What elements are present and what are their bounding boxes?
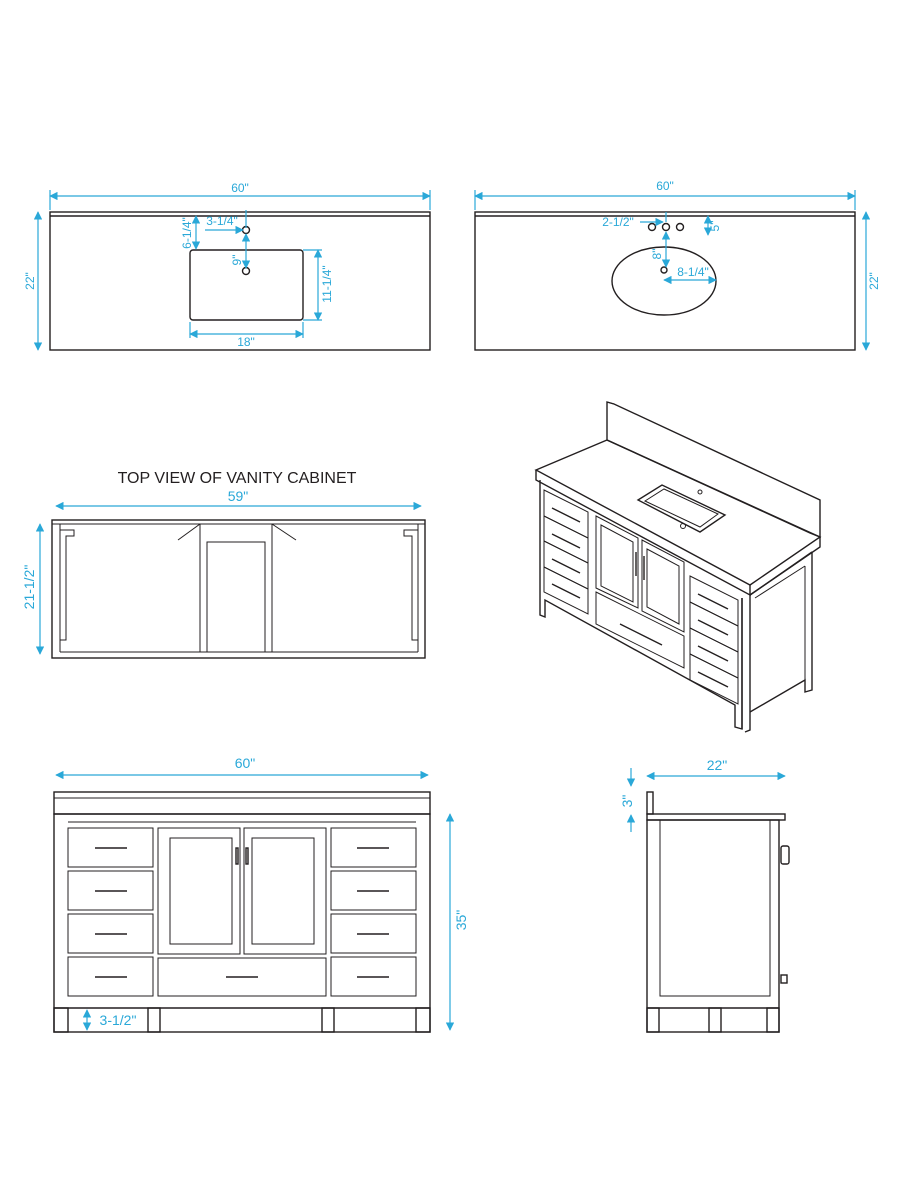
- vanity-perspective-view: [534, 401, 822, 733]
- dim-top-rect-sink-width: 18": [237, 335, 255, 349]
- dim-top-rect-faucet: 3-1/4": [206, 214, 238, 228]
- dim-top-oval-faucet: 5": [708, 221, 722, 232]
- dim-front-leg: 3-1/2": [100, 1012, 137, 1028]
- dim-top-rect-sink-depth: 11-1/4": [320, 265, 334, 302]
- dim-side-backsplash: 3": [619, 795, 635, 808]
- dim-cabinet-top-width: 59": [228, 488, 249, 504]
- dim-side-depth: 22": [707, 757, 728, 773]
- dim-top-oval-spread: 2-1/2": [602, 215, 634, 229]
- vanity-side-view: 22" 3": [619, 757, 790, 1033]
- dim-top-rect-width: 60": [231, 181, 249, 195]
- dim-top-oval-depth: 22": [867, 272, 881, 290]
- dim-front-height: 35": [453, 910, 469, 931]
- dim-top-rect-offset: 6-1/4": [180, 217, 194, 249]
- dim-top-rect-depth: 22": [23, 272, 37, 290]
- dim-front-width: 60": [235, 755, 256, 771]
- dim-cabinet-top-depth: 21-1/2": [21, 565, 37, 610]
- dim-top-oval-half-width: 8-1/4": [677, 265, 709, 279]
- dim-top-oval-drain: 8": [650, 249, 664, 260]
- vanity-front-view: 60" 35" 3-1/2": [53, 755, 469, 1033]
- countertop-oval-sink-view: 60" 22" 2-1/2" 5" 8" 8-1/4": [474, 179, 881, 351]
- section-title: TOP VIEW OF VANITY CABINET: [118, 470, 357, 487]
- countertop-rectangular-sink-view: 60" 22" 6-1/4" 3-1/4" 9" 11-1/4" 18": [23, 181, 431, 351]
- cabinet-top-view: 59" 21-1/2": [21, 488, 426, 659]
- dim-top-rect-drain: 9": [230, 255, 244, 266]
- dim-top-oval-width: 60": [656, 179, 674, 193]
